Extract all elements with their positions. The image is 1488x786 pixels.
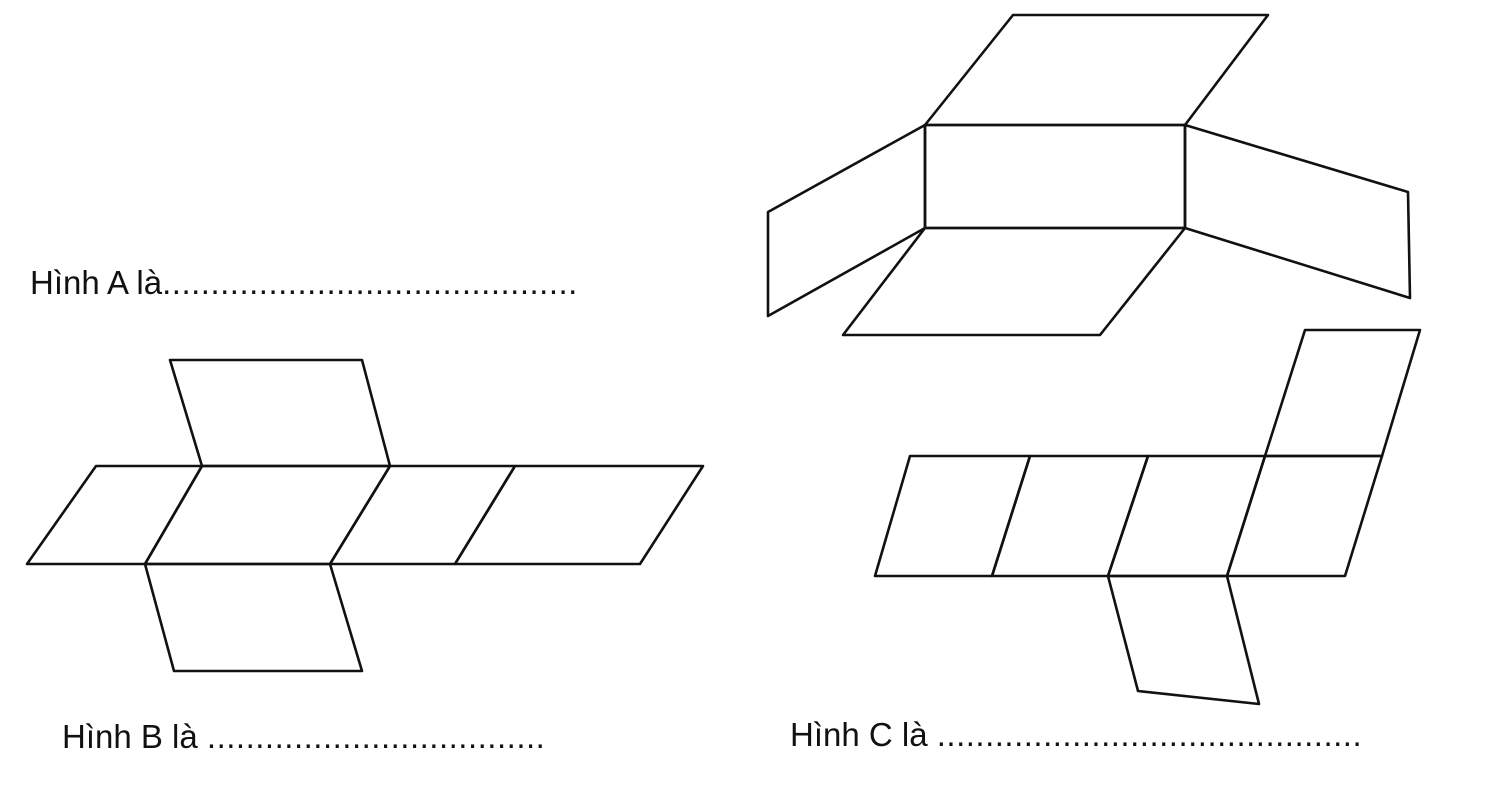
figure-b-caption-text: Hình B là	[62, 718, 207, 755]
figure-a-answer-blank[interactable]: ........................................…	[162, 264, 578, 301]
figure-a-top-flap	[923, 13, 1270, 127]
figure-a-right-flap	[1183, 123, 1412, 300]
figure-a-left-flap	[766, 123, 927, 318]
figure-a-bottom-flap	[841, 226, 1187, 337]
figure-b-face-4	[453, 464, 705, 566]
figure-c-face-2	[990, 454, 1150, 578]
figure-b-net	[25, 358, 705, 673]
figure-c-caption-text: Hình C là	[790, 716, 937, 753]
figure-c-caption: Hình C là ..............................…	[790, 718, 1362, 751]
figure-a-caption: Hình A là...............................…	[30, 266, 578, 299]
figure-c-face-4	[1225, 454, 1384, 578]
figure-c-face-1	[873, 454, 1032, 578]
figure-b-face-3	[328, 464, 517, 566]
figure-c-answer-blank[interactable]: ........................................…	[936, 716, 1363, 753]
figure-b-top-flap	[168, 358, 392, 468]
figure-c-face-3	[1106, 454, 1267, 578]
figure-a-center-face	[923, 123, 1187, 230]
figure-c-net	[873, 328, 1422, 706]
figure-b-face-2	[143, 464, 392, 566]
figure-b-bottom-flap	[143, 562, 364, 673]
figure-a-caption-text: Hình A là	[30, 264, 163, 301]
figure-c-bottom-flap	[1106, 574, 1261, 706]
figure-b-face-1	[25, 464, 204, 566]
figure-a-net	[766, 13, 1412, 337]
figure-c-top-flap	[1263, 328, 1422, 458]
figure-b-answer-blank[interactable]: ...................................	[206, 718, 546, 755]
figure-b-caption: Hình B là ..............................…	[62, 720, 545, 753]
